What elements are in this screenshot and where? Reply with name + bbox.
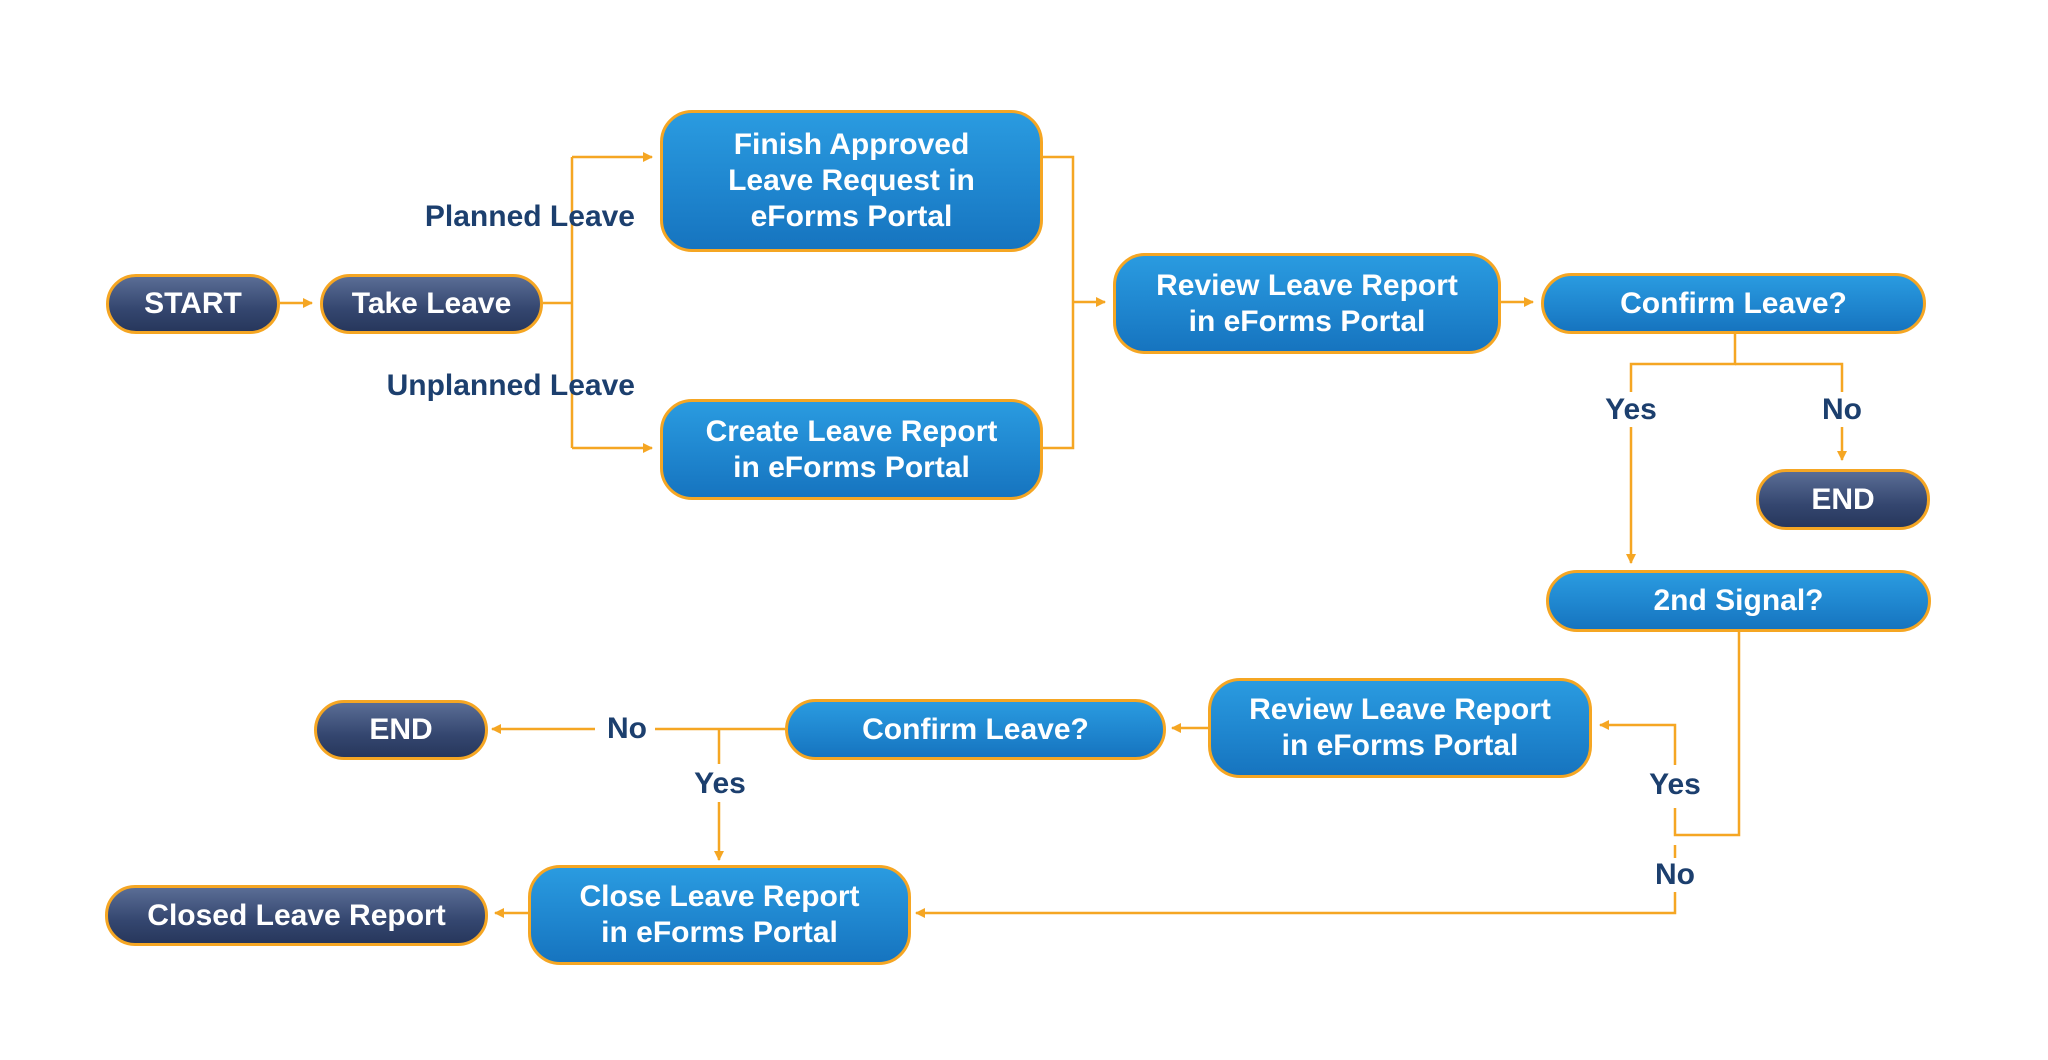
second-signal-decision: 2nd Signal?	[1546, 570, 1931, 632]
no-label-second-signal: No	[1651, 858, 1699, 892]
edge-no-2-to-close-report	[916, 845, 1675, 913]
close-leave-report-node: Close Leave Report in eForms Portal	[528, 865, 911, 965]
no-label-confirm-2: No	[603, 712, 651, 746]
yes-label-second-signal: Yes	[1645, 768, 1705, 802]
start-node: START	[106, 274, 280, 334]
edge-second-signal-down	[1675, 632, 1739, 835]
no-label-confirm-1: No	[1818, 393, 1866, 427]
confirm-leave-decision-1: Confirm Leave?	[1541, 273, 1926, 334]
end-node-2: END	[314, 700, 488, 760]
edge-yes-2-to-review-2	[1600, 725, 1675, 765]
edge-confirm-1-split	[1631, 334, 1735, 392]
end-node-1: END	[1756, 469, 1930, 530]
review-leave-report-node-2: Review Leave Report in eForms Portal	[1208, 678, 1592, 778]
review-leave-report-node-1: Review Leave Report in eForms Portal	[1113, 253, 1501, 354]
take-leave-node: Take Leave	[320, 274, 543, 334]
unplanned-leave-label: Unplanned Leave	[360, 369, 635, 403]
yes-label-confirm-1: Yes	[1601, 393, 1661, 427]
edge-confirm-1-yes-right	[1735, 364, 1842, 392]
edge-finish-request-merge	[1043, 157, 1073, 448]
yes-label-confirm-2: Yes	[690, 767, 750, 801]
finish-approved-leave-request-node: Finish Approved Leave Request in eForms …	[660, 110, 1043, 252]
create-leave-report-node: Create Leave Report in eForms Portal	[660, 399, 1043, 500]
confirm-leave-decision-2: Confirm Leave?	[785, 699, 1166, 760]
closed-leave-report-node: Closed Leave Report	[105, 885, 488, 946]
planned-leave-label: Planned Leave	[380, 200, 635, 234]
